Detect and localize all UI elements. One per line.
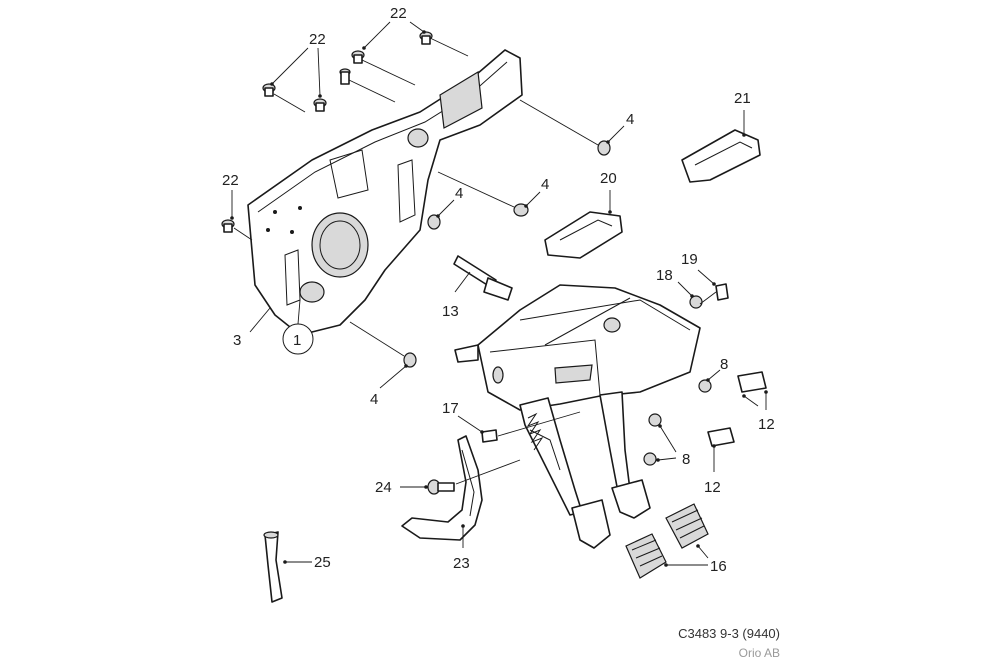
label-21: 21 [734, 90, 751, 107]
nuts-part-4 [403, 140, 611, 368]
pedal-box-main [454, 284, 701, 411]
label-4-top-right: 4 [626, 111, 634, 128]
label-22-middle: 22 [309, 31, 326, 48]
bolts-part-22 [221, 31, 433, 233]
clip-part-19 [715, 283, 729, 301]
leader-lines [230, 21, 768, 567]
bolt-22-c [262, 83, 276, 97]
bolt-22-d [313, 98, 327, 112]
label-24: 24 [375, 479, 392, 496]
label-22-left: 22 [222, 172, 239, 189]
label-20: 20 [600, 170, 617, 187]
washer-part-18 [689, 295, 703, 309]
bracket-part-21 [681, 129, 761, 183]
label-19: 19 [681, 251, 698, 268]
clutch-pedal [519, 397, 611, 549]
stud-22 [339, 68, 351, 85]
label-8-right: 8 [720, 356, 728, 373]
pedal-pads-part-16 [625, 503, 709, 579]
bolt-part-24 [427, 479, 455, 495]
brake-pedal [599, 391, 651, 519]
diagram-code: C3483 9-3 (9440) [678, 626, 780, 641]
label-13: 13 [442, 303, 459, 320]
label-4-middle: 4 [455, 185, 463, 202]
bracket-plate-part-3 [247, 49, 523, 336]
label-4-middle-right: 4 [541, 176, 549, 193]
callout-labels: 22 22 22 21 4 4 4 20 19 18 13 3 1 4 8 12… [222, 5, 775, 575]
bolt-22-e [221, 219, 235, 233]
switches-part-12 [707, 371, 767, 447]
label-17: 17 [442, 400, 459, 417]
label-18: 18 [656, 267, 673, 284]
sleeve-part-25 [263, 531, 283, 603]
label-16: 16 [710, 558, 727, 575]
label-3: 3 [233, 332, 241, 349]
label-4-bottom-left: 4 [370, 391, 378, 408]
label-12-lower: 12 [704, 479, 721, 496]
diagram-maker: Orio AB [738, 646, 780, 660]
label-8-middle: 8 [682, 451, 690, 468]
bracket-part-23 [401, 435, 483, 541]
pin-part-17 [481, 429, 498, 443]
bolt-22-a [419, 31, 433, 45]
label-23: 23 [453, 555, 470, 572]
rod-part-13 [453, 255, 513, 301]
bracket-part-20 [544, 211, 623, 259]
label-1: 1 [293, 332, 301, 349]
return-spring [526, 412, 544, 451]
label-25: 25 [314, 554, 331, 571]
nuts-part-8 [643, 379, 712, 466]
bolt-22-b [351, 50, 365, 64]
label-22-top: 22 [390, 5, 407, 22]
label-12-right: 12 [758, 416, 775, 433]
